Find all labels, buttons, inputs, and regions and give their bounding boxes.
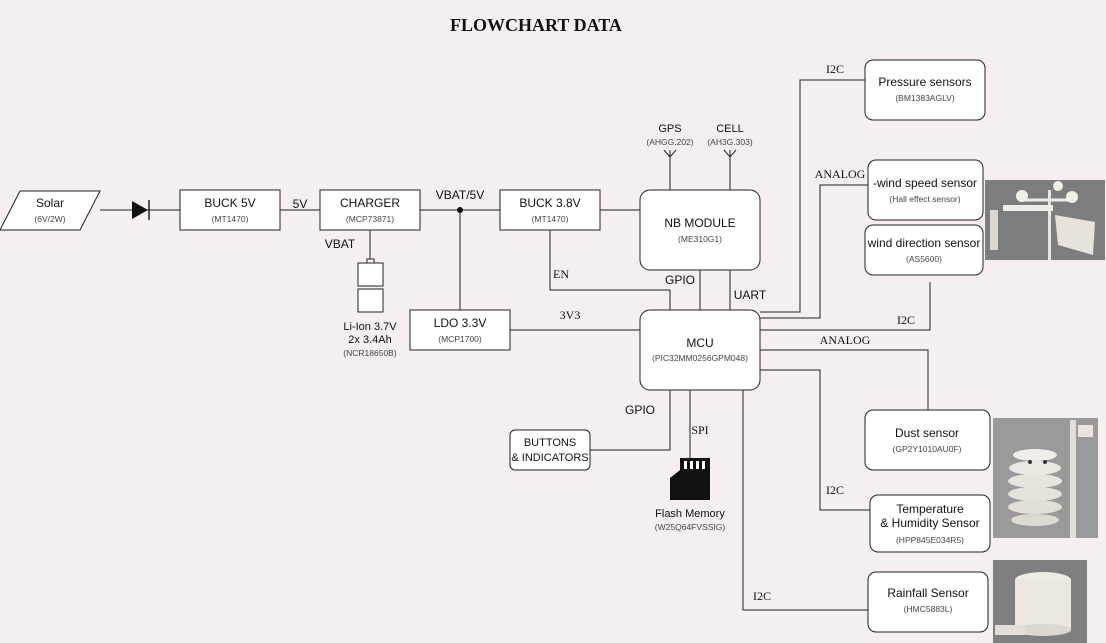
mcu-block: MCU (PIC32MM0256GPM048) (639, 309, 761, 391)
buck-3v8-sub: (MT1470) (532, 214, 569, 224)
charger-sub: (MCP73871) (346, 214, 394, 224)
wind-direction-label: wind direction sensor (867, 236, 981, 250)
buck-3v8-label: BUCK 3.8V (519, 196, 580, 210)
temperature-label-2: & Humidity Sensor (880, 516, 979, 530)
gps-label: GPS (658, 123, 681, 135)
wire-i2c-pressure-label: I2C (826, 62, 844, 76)
antenna-icon (663, 149, 737, 158)
dust-sensor-block: Dust sensor (GP2Y1010AU0F) (864, 409, 991, 471)
wind-speed-label: -wind speed sensor (873, 176, 977, 190)
pressure-label: Pressure sensors (878, 75, 971, 89)
wire-i2c-rain-label: I2C (753, 589, 771, 603)
buck-3v8-block: BUCK 3.8V (MT1470) (499, 189, 601, 231)
buck-5v-label: BUCK 5V (204, 196, 255, 210)
battery-sub: (NCR18650B) (343, 348, 397, 358)
dust-sub: (GP2Y1010AU0F) (893, 444, 962, 454)
temperature-humidity-sensor-block: Temperature & Humidity Sensor (HPP845E03… (869, 494, 991, 553)
mcu-label: MCU (686, 336, 713, 350)
wind-direction-sensor-block: wind direction sensor (AS5600) (864, 224, 984, 276)
buck-5v-block: BUCK 5V (MT1470) (179, 189, 281, 231)
wire-vbat5v-label: VBAT/5V (436, 188, 484, 202)
battery-icon (357, 258, 384, 313)
solar-sub: (6V/2W) (34, 214, 65, 224)
wind-direction-sub: (AS5600) (906, 254, 942, 264)
wire-analog-wind-label: ANALOG (815, 167, 866, 181)
sd-card-icon (670, 458, 710, 500)
nb-module-sub: (ME310G1) (678, 234, 722, 244)
rainfall-sub: (HMC5883L) (904, 604, 953, 614)
anemometer-photo (985, 180, 1105, 260)
ldo-block: LDO 3.3V (MCP1700) (409, 309, 511, 351)
wire-gpio-btn-label: GPIO (625, 403, 655, 417)
battery-label-1: Li-Ion 3.7V (343, 321, 397, 333)
radiation-shield-photo (993, 418, 1098, 538)
wire-en-label: EN (553, 267, 569, 281)
pressure-sub: (BM1383AGLV) (895, 93, 955, 103)
page-title: FLOWCHART DATA (450, 15, 622, 35)
nb-module-label: NB MODULE (664, 216, 735, 230)
diode-icon (132, 200, 150, 220)
solar-label: Solar (36, 196, 64, 210)
battery-label-2: 2x 3.4Ah (348, 334, 391, 346)
wire-gpio-nb-label: GPIO (665, 273, 695, 287)
solar-block: Solar (6V/2W) (0, 190, 101, 231)
rainfall-sensor-block: Rainfall Sensor (HMC5883L) (867, 571, 989, 633)
wire-spi-label: SPI (691, 423, 708, 437)
buttons-label-2: & INDICATORS (511, 452, 588, 464)
buck-5v-sub: (MT1470) (212, 214, 249, 224)
pressure-sensor-block: Pressure sensors (BM1383AGLV) (864, 59, 986, 121)
rain-gauge-photo (993, 560, 1087, 643)
buttons-label-1: BUTTONS (524, 437, 576, 449)
wire-i2c-temp-label: I2C (826, 483, 844, 497)
ldo-sub: (MCP1700) (438, 334, 482, 344)
ldo-label: LDO 3.3V (434, 316, 487, 330)
flash-sub: (W25Q64FVSSIG) (655, 522, 726, 532)
temperature-sub: (HPP845E034R5) (896, 535, 964, 545)
wind-speed-sub: (Hall effect sensor) (889, 194, 960, 204)
rainfall-label: Rainfall Sensor (887, 586, 968, 600)
wind-speed-sensor-block: -wind speed sensor (Hall effect sensor) (867, 159, 984, 221)
wire-analog-dust-label: ANALOG (820, 333, 871, 347)
wire-vbat-label: VBAT (325, 237, 356, 251)
wire-uart-label: UART (734, 288, 767, 302)
wire-5v-label: 5V (293, 197, 308, 211)
charger-block: CHARGER (MCP73871) (319, 189, 421, 231)
temperature-label-1: Temperature (896, 502, 964, 516)
nb-module-block: NB MODULE (ME310G1) (639, 189, 761, 271)
gps-sub: (AHGG.202) (646, 137, 693, 147)
cell-sub: (AH3G.303) (707, 137, 753, 147)
mcu-sub: (PIC32MM0256GPM048) (652, 353, 748, 363)
buttons-block: BUTTONS & INDICATORS (509, 429, 591, 471)
flash-label: Flash Memory (655, 508, 725, 520)
dust-label: Dust sensor (895, 426, 959, 440)
cell-label: CELL (716, 123, 744, 135)
wire-i2c-dir-label: I2C (897, 313, 915, 327)
junction-dot (457, 207, 463, 213)
wire-3v3-label: 3V3 (560, 308, 581, 322)
wires (100, 79, 931, 611)
charger-label: CHARGER (340, 196, 400, 210)
